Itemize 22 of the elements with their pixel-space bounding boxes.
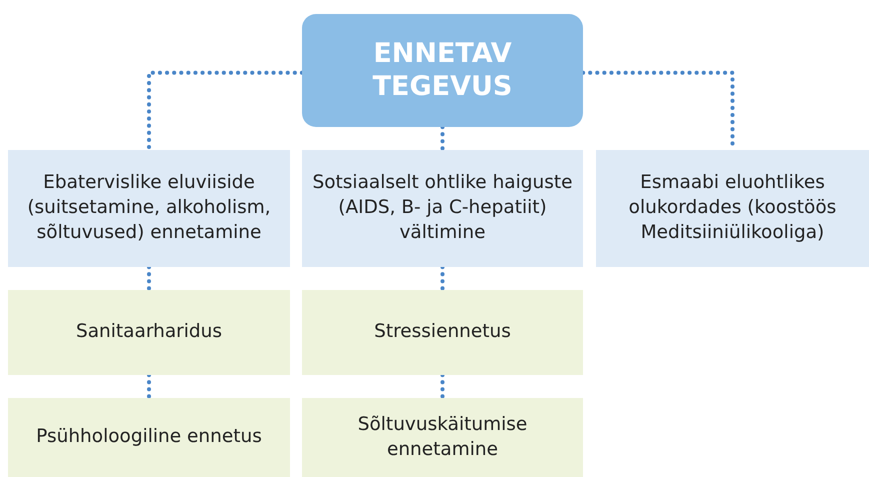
box-text: Sanitaarharidus	[76, 320, 222, 344]
category-box	[8, 150, 290, 267]
box-text: ENNETAV TEGEVUS	[372, 38, 514, 103]
dotted-connector	[147, 373, 151, 400]
box-text: Sõltuvuskäitumise ennetamine	[356, 412, 528, 462]
box-text: Esmaabi eluohtlikes olukordades (koostöös Meditsiiniülikooliga)	[628, 171, 838, 245]
box-text: Sotsiaalselt ohtlike haiguste (AIDS, B- ja C-hepatiit) vältimine	[312, 171, 573, 245]
category-box	[302, 398, 583, 477]
box-text: Stressiennetus	[374, 320, 511, 344]
category-box	[8, 290, 290, 375]
box-text: Ebatervislike eluviiside (suitsetamine, alkoholism, sõltuvused) ennetamine	[26, 171, 272, 245]
dotted-connector	[440, 373, 444, 400]
title-box	[302, 14, 583, 127]
category-box	[302, 290, 583, 375]
dotted-connector	[147, 265, 151, 292]
dotted-connector	[440, 265, 444, 292]
category-box	[8, 398, 290, 477]
dotted-connector	[440, 125, 444, 152]
category-box	[302, 150, 583, 267]
dotted-connector	[147, 70, 304, 152]
box-text: Psühholoogiline ennetus	[36, 425, 262, 450]
category-box	[596, 150, 869, 267]
